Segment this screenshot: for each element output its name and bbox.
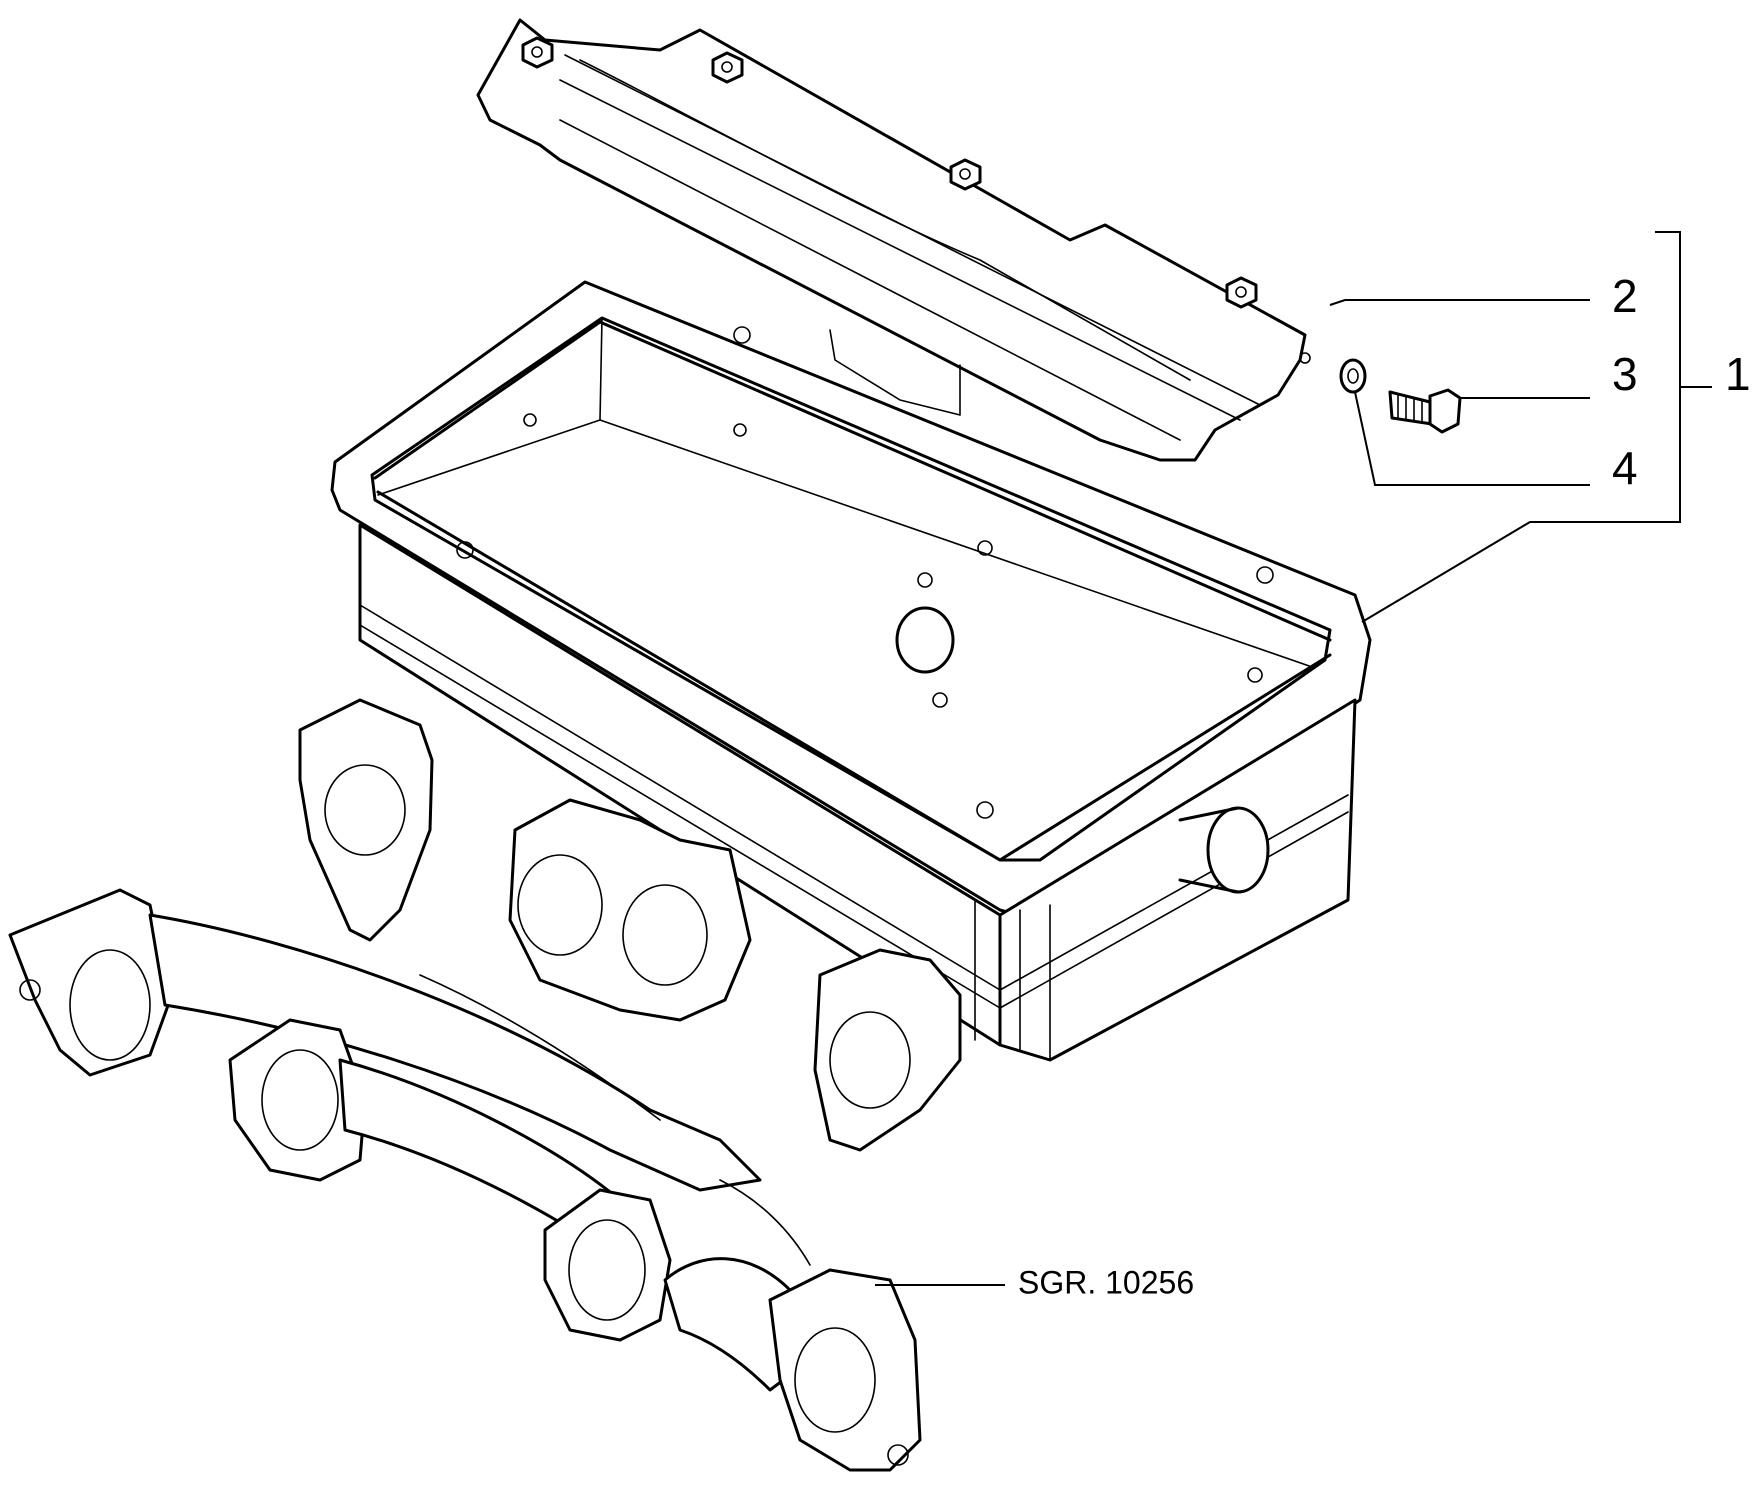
exhaust-manifold	[8, 888, 922, 1472]
intake-runner	[508, 798, 752, 1022]
intake-runner	[298, 698, 434, 942]
callout-3: 3	[1612, 348, 1638, 400]
heat-shield-cover	[476, 18, 1311, 462]
nut-icon	[521, 36, 554, 69]
intake-manifold-box	[298, 280, 1372, 1152]
nut-icon	[1225, 276, 1258, 309]
washer	[1339, 358, 1367, 394]
callout-1: 1	[1725, 348, 1751, 400]
callout-4: 4	[1612, 442, 1638, 494]
intake-runner	[813, 948, 962, 1152]
bolt	[1388, 388, 1462, 434]
callout-leaders	[875, 231, 1712, 1286]
nut-icon	[711, 51, 744, 84]
callout-2: 2	[1612, 270, 1638, 322]
reference-label: SGR. 10256	[1018, 1264, 1194, 1300]
nut-icon	[949, 158, 982, 191]
